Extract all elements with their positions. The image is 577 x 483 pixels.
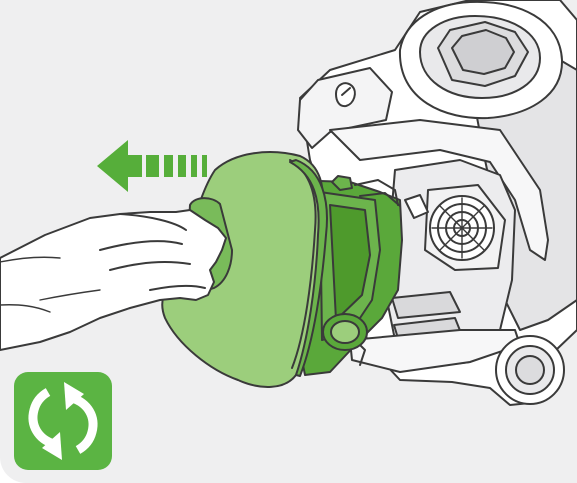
cycle-arrows-icon bbox=[14, 372, 112, 470]
filter-port bbox=[323, 314, 367, 350]
top-wheel bbox=[400, 2, 562, 118]
arrow-dash bbox=[202, 155, 207, 177]
arrow-head bbox=[97, 140, 142, 192]
arrow-dash bbox=[178, 155, 186, 177]
cycle-badge bbox=[14, 372, 112, 470]
arrow-dash bbox=[191, 155, 197, 177]
arrow-dash bbox=[164, 155, 173, 177]
arrow-dash bbox=[146, 155, 159, 177]
pull-arrow bbox=[97, 140, 207, 192]
bottom-wheel bbox=[496, 336, 564, 404]
latch-knob bbox=[336, 83, 355, 106]
